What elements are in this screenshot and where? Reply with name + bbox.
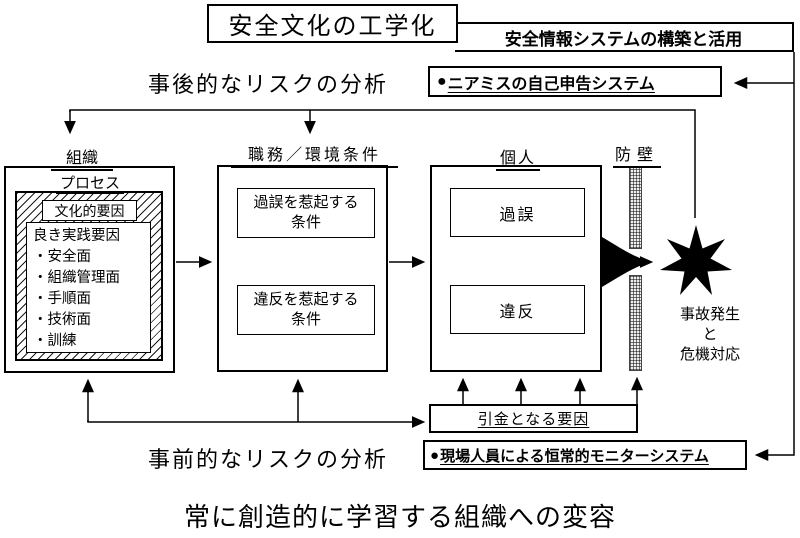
- barrier-wall-top: [629, 167, 642, 249]
- pre-analysis-feedback-arrow: [82, 378, 426, 428]
- accident-line2: と: [702, 326, 718, 343]
- bullet-icon: ●: [437, 72, 447, 90]
- accident-line1: 事故発生: [679, 306, 740, 323]
- error-inducing-conditions-box: 過誤を惹起する 条件: [237, 188, 375, 238]
- diagram-title: 安全文化の工学化: [207, 4, 458, 43]
- barrier-wall-bottom: [629, 275, 642, 371]
- diagram-title-text: 安全文化の工学化: [228, 13, 437, 40]
- error-conditions-line2: 条件: [290, 214, 321, 231]
- cultural-factor-label-box: 文化的要因: [42, 200, 137, 221]
- funnel-arrow-icon: [602, 237, 654, 287]
- post-risk-analysis-label: 事後的なリスクの分析: [148, 72, 389, 97]
- near-miss-system-label: ニアミスの自己申告システム: [447, 75, 655, 93]
- process-label: プロセス: [56, 172, 124, 194]
- individual-label: 個人: [496, 144, 540, 171]
- info-system-loop-arrow: [733, 52, 795, 461]
- info-system-heading: 安全情報システムの構築と活用: [455, 22, 794, 52]
- bullet-icon: ●: [430, 446, 440, 464]
- monitor-system-label: 現場人員による恒常的モニターシステム: [440, 447, 709, 465]
- accident-response-label: 事故発生 と 危機対応: [652, 305, 768, 365]
- practice-item: ・手順面: [33, 291, 91, 307]
- error-conditions-line1: 過誤を惹起する: [253, 194, 359, 211]
- barrier-label: 防壁: [613, 141, 661, 168]
- violation-conditions-line2: 条件: [290, 311, 321, 328]
- good-practices-box: 良き実践要因 ・安全面 ・組織管理面 ・手順面 ・技術面 ・訓練: [26, 222, 151, 353]
- practice-item: ・安全面: [33, 249, 91, 265]
- organization-label: 組織: [51, 144, 113, 171]
- monitor-system-box: ● 現場人員による恒常的モニターシステム: [423, 440, 747, 470]
- violation-box: 違反: [450, 285, 585, 334]
- near-miss-system-box: ● ニアミスの自己申告システム: [428, 66, 722, 97]
- violation-conditions-line1: 違反を惹起する: [253, 291, 359, 308]
- trigger-up-arrows: [457, 376, 643, 404]
- error-box: 過誤: [450, 188, 585, 237]
- accident-line3: 危機対応: [679, 346, 740, 363]
- trigger-factors-label: 引金となる要因: [477, 411, 590, 428]
- practice-item: ・組織管理面: [33, 270, 120, 286]
- good-practices-title: 良き実践要因: [33, 228, 120, 244]
- bottom-caption: 常に創造的に学習する組織への変容: [183, 502, 616, 532]
- job-environment-label: 職務／環境条件: [231, 141, 398, 168]
- pre-risk-analysis-label: 事前的なリスクの分析: [148, 447, 389, 472]
- accident-burst-icon: [660, 225, 732, 295]
- info-system-heading-text: 安全情報システムの構築と活用: [504, 29, 743, 49]
- violation-inducing-conditions-box: 違反を惹起する 条件: [237, 285, 375, 335]
- practice-item: ・技術面: [33, 312, 91, 328]
- practice-item: ・訓練: [33, 333, 77, 349]
- trigger-factors-box: 引金となる要因: [429, 404, 638, 433]
